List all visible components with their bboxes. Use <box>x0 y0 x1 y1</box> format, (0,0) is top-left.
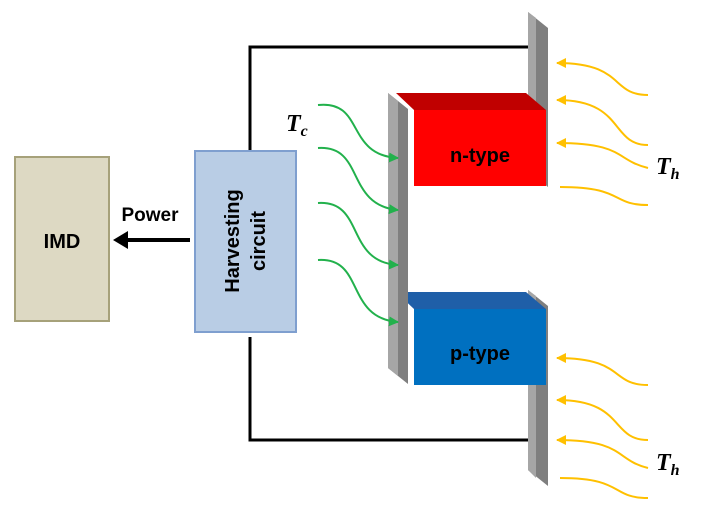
t-hot-top-label: Th <box>656 154 680 183</box>
p-type-block: p-type <box>396 292 546 385</box>
cold-arrow-2 <box>317 146 399 215</box>
t-hot-bottom-label: Th <box>656 450 680 479</box>
p-type-label: p-type <box>450 343 510 365</box>
hot-arrow-bottom-3 <box>556 435 649 469</box>
cold-arrow-4 <box>317 258 399 327</box>
harvesting-label-line1: Harvesting <box>222 189 244 292</box>
cold-arrow-1 <box>317 103 399 163</box>
left-arrow-icon <box>113 231 190 249</box>
hot-arrow-top-2 <box>556 95 649 146</box>
imd-box: IMD <box>14 156 110 322</box>
cold-heat-arrows <box>317 103 399 327</box>
hot-arrow-bottom-1 <box>556 353 649 386</box>
cold-arrow-3 <box>317 201 399 270</box>
hot-heat-arrows-top <box>556 58 649 206</box>
cold-plate <box>388 93 408 384</box>
power-label: Power <box>121 205 179 226</box>
n-type-label: n-type <box>450 145 510 167</box>
harvesting-circuit-box: Harvesting circuit <box>194 150 297 333</box>
harvesting-label-line2: circuit <box>248 211 270 271</box>
hot-arrow-bottom-4 <box>559 477 649 499</box>
hot-arrow-top-3 <box>556 138 649 169</box>
hot-heat-arrows-bottom <box>556 353 649 499</box>
circuit-wires <box>248 45 540 442</box>
imd-label: IMD <box>44 231 81 253</box>
hot-arrow-top-1 <box>556 58 649 96</box>
t-cold-label: Tc <box>286 111 308 140</box>
n-type-block: n-type <box>396 93 546 186</box>
hot-arrow-top-4 <box>559 186 649 206</box>
hot-arrow-bottom-2 <box>556 395 649 441</box>
